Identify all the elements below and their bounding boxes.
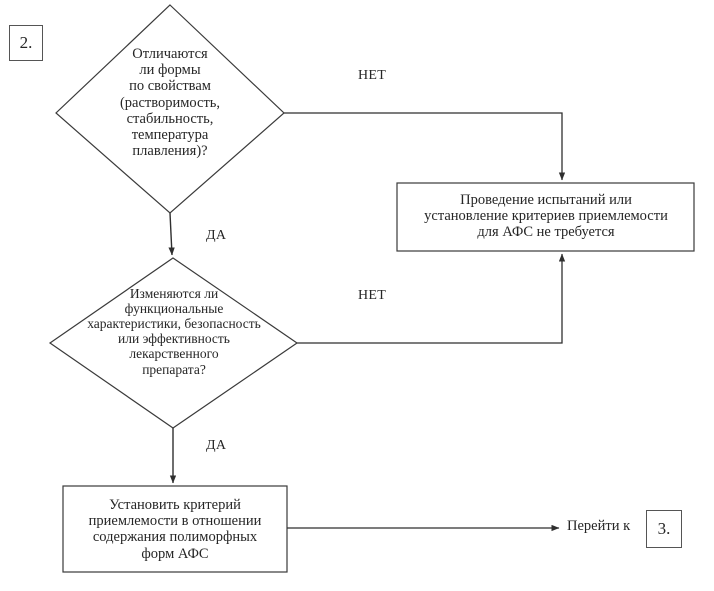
edge-decision2-no — [297, 253, 566, 344]
step-reference-2: 2. — [9, 25, 43, 61]
process-no-testing-shape — [396, 182, 695, 252]
step-reference-3: 3. — [646, 510, 682, 548]
edge-decision1-yes — [168, 212, 175, 256]
decision-1-shape — [55, 4, 285, 214]
edge-decision1-no — [284, 112, 566, 181]
step-reference-2-label: 2. — [19, 33, 33, 52]
process-set-criteria-shape — [62, 485, 288, 573]
step-reference-3-label: 3. — [657, 519, 671, 538]
decision-2-shape — [48, 257, 299, 429]
goto-step-label: Перейти к — [567, 518, 631, 534]
